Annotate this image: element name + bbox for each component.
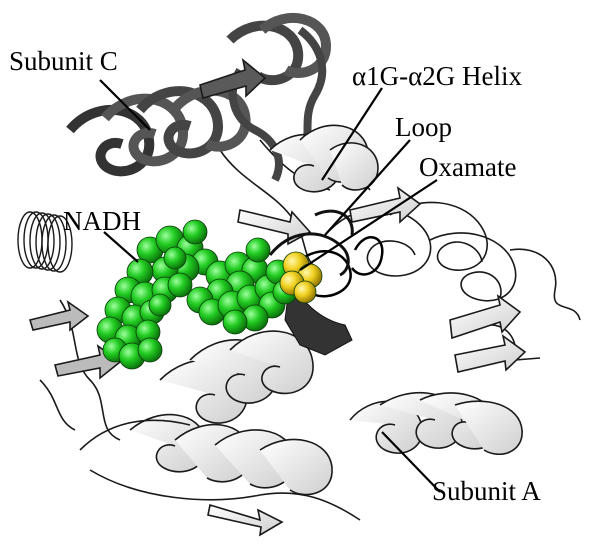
label-subunit-c: Subunit C: [9, 46, 118, 76]
label-oxamate: Oxamate: [419, 152, 516, 182]
nadh-atom: [149, 294, 171, 316]
nadh-atom: [183, 220, 207, 244]
leader-nadh: [104, 232, 138, 262]
label-helix: α1G-α2G Helix: [352, 61, 523, 91]
nadh-atom: [246, 238, 270, 262]
alpha-helix-ribbon: [270, 125, 378, 191]
oxamate-atom: [294, 281, 316, 303]
leader-oxamate: [300, 180, 437, 270]
label-subunit-a: Subunit A: [432, 476, 541, 506]
nadh-atom: [223, 310, 247, 334]
nadh-atom: [138, 338, 162, 362]
label-loop: Loop: [395, 112, 452, 142]
nadh-atom: [164, 247, 186, 269]
label-nadh: NADH: [63, 206, 141, 236]
